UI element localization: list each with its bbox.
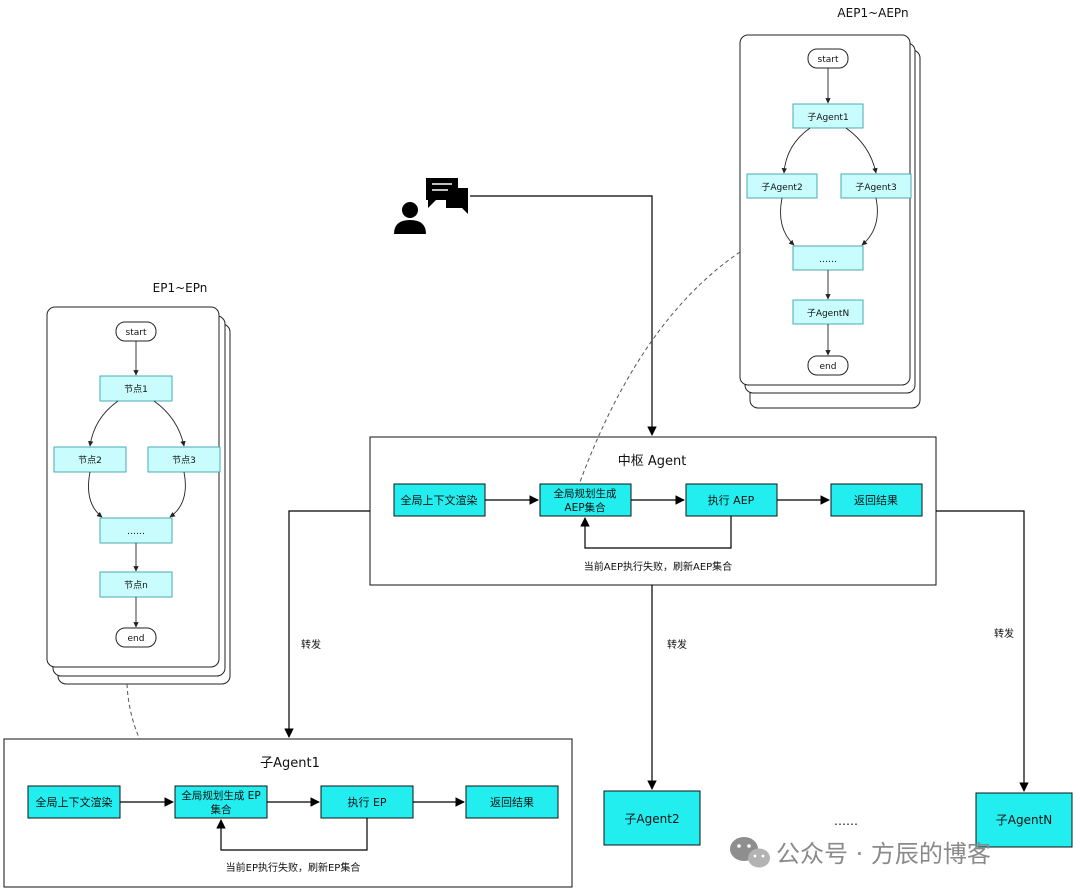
- sub-agentN-label: 子AgentN: [996, 813, 1053, 827]
- ep-dots-label: ……: [127, 527, 145, 537]
- hub-plan-line1: 全局规划生成: [554, 487, 617, 500]
- ep-node3-label: 节点3: [172, 455, 196, 466]
- forward-label-middle: 转发: [667, 638, 687, 651]
- sub1-plan-box: [174, 785, 268, 819]
- sub1-retry-label: 当前EP执行失败，刷新EP集合: [226, 861, 361, 874]
- ep-edge-n3-dots: [169, 471, 186, 518]
- hub-exec-label: 执行 AEP: [708, 493, 755, 507]
- ep-end-node: [115, 627, 157, 648]
- aep-subagent1-node: [792, 103, 864, 129]
- watermark-text: 公众号 · 方辰的博客: [776, 840, 991, 868]
- aep-end-label: end: [820, 362, 837, 372]
- sub1-retry-loop: [216, 818, 368, 851]
- sub-agent1: 子Agent1 全局上下文渲染 全局规划生成 EP 集合 执行 EP 返回结果 …: [3, 738, 573, 888]
- aep-edge-sub1-sub2: [781, 127, 811, 174]
- hub-exec-box: [685, 483, 778, 517]
- sub-agent2-box: [603, 790, 701, 846]
- ep-edge-n2-dots: [88, 471, 103, 518]
- aep-subagent1-label: 子Agent1: [807, 112, 848, 123]
- aep-stack-front-frame: [739, 34, 911, 386]
- sub1-return-box: [465, 785, 559, 819]
- sub-agentN-box: [975, 792, 1073, 848]
- hub-agent: 中枢 Agent 全局上下文渲染 全局规划生成 AEP集合 执行 AEP 返回结…: [369, 436, 937, 586]
- sub1-plan-line1: 全局规划生成 EP: [181, 789, 260, 802]
- sub-agent1-title: 子Agent1: [260, 756, 320, 771]
- ep-stack: EP1~EPn start 节点1 节点2 节点3 …… 节点n end: [46, 281, 231, 685]
- ep-stack-front-frame: [46, 306, 220, 668]
- sub1-render-box: [27, 785, 121, 819]
- ep-dots-node: [99, 517, 173, 544]
- ep-start-label: start: [126, 328, 147, 338]
- sub1-exec-label: 执行 EP: [347, 795, 386, 809]
- forward-label-left: 转发: [301, 638, 321, 651]
- aep-stack-title: AEP1~AEPn: [837, 6, 908, 20]
- sub1-render-label: 全局上下文渲染: [36, 795, 113, 809]
- hub-plan-line2: AEP集合: [564, 501, 606, 514]
- aep-subagentN-label: 子AgentN: [807, 308, 849, 319]
- hub-retry-label: 当前AEP执行失败，刷新AEP集合: [584, 560, 732, 573]
- aep-dashed-link: [579, 251, 741, 483]
- ep-edge-n1-n3: [153, 400, 186, 447]
- sub1-return-label: 返回结果: [490, 796, 534, 809]
- hub-render-label: 全局上下文渲染: [401, 493, 478, 507]
- ep-node2-label: 节点2: [78, 455, 102, 466]
- ep-node3: [147, 446, 221, 473]
- aep-subagent3-label: 子Agent3: [855, 182, 896, 193]
- forward-label-right: 转发: [994, 627, 1014, 640]
- aep-subagent2-label: 子Agent2: [761, 182, 802, 193]
- hub-agent-title: 中枢 Agent: [618, 454, 687, 469]
- wechat-icon: [730, 837, 770, 868]
- aep-edge-sub2-dots: [780, 197, 795, 246]
- aep-edge-sub1-sub3: [845, 127, 878, 174]
- sub-agent2-label: 子Agent2: [624, 812, 679, 826]
- aep-end-node: [807, 355, 849, 376]
- aep-edge-sub3-dots: [861, 197, 878, 246]
- sub1-exec-box: [320, 785, 414, 819]
- forward-arrow-left: [284, 510, 370, 738]
- forward-arrow-right: [936, 510, 1029, 792]
- ep-end-label: end: [128, 634, 145, 644]
- aep-dots-label: ……: [819, 255, 837, 265]
- aep-start-label: start: [818, 55, 839, 65]
- ep-node1: [99, 375, 173, 402]
- hub-return-label: 返回结果: [854, 494, 898, 507]
- user-to-hub-arrow: [470, 195, 657, 436]
- ep-node2: [53, 446, 127, 473]
- aep-stack: AEP1~AEPn start 子Agent1 子Agent2 子Agent3 …: [739, 6, 921, 409]
- ep-edge-n1-n2: [88, 400, 119, 447]
- bottom-dots: ……: [834, 814, 858, 828]
- ep-node1-label: 节点1: [124, 384, 148, 395]
- sub1-plan-line2: 集合: [211, 803, 232, 816]
- user-chat-icon: [394, 178, 468, 234]
- hub-render-box: [393, 483, 486, 517]
- hub-retry-loop: [580, 516, 732, 549]
- hub-return-box: [830, 483, 923, 517]
- ep-nodeN-label: 节点n: [124, 580, 148, 591]
- ep-stack-title: EP1~EPn: [153, 281, 208, 295]
